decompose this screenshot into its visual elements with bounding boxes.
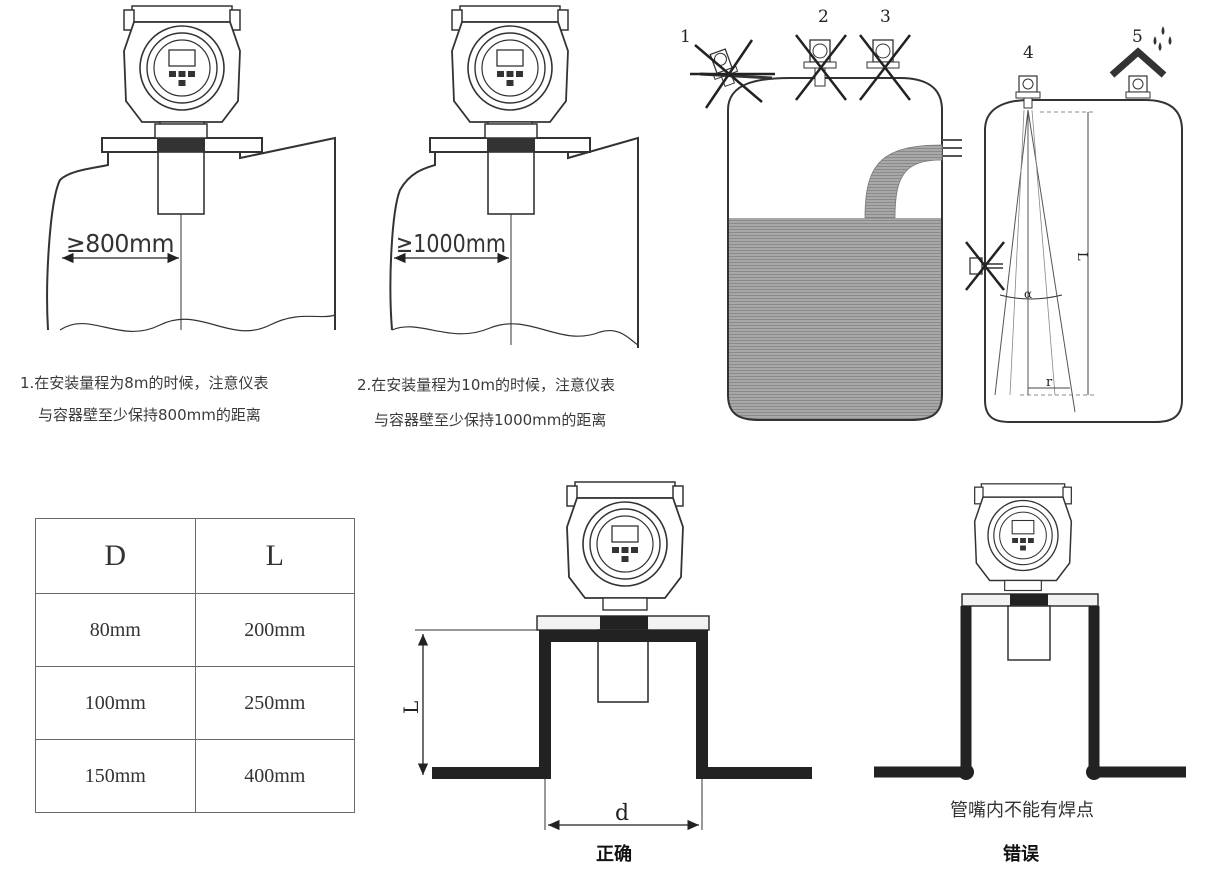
position-label-5: 5 (1132, 27, 1143, 47)
weld-note: 管嘴内不能有焊点 (950, 800, 1094, 821)
fig2-caption-line1: 2.在安装量程为10m的时候，注意仪表 (357, 376, 616, 394)
beam-length-label: L (1074, 252, 1089, 261)
fig1-caption-line1: 1.在安装量程为8m的时候，注意仪表 (20, 374, 269, 392)
cross-mark-icon (795, 34, 847, 101)
position-label-4: 4 (1023, 43, 1034, 63)
fig2-install-diagram: ≥1000mm (389, 5, 639, 348)
cross-mark-icon (859, 34, 911, 101)
position-label-3: 3 (880, 7, 891, 27)
table-cell: 200mm (194, 593, 355, 667)
beam-angle-label: α (1024, 287, 1032, 301)
sensor-head-icon (973, 483, 1073, 592)
table-cell: 80mm (35, 593, 196, 667)
nozzle-wrong-diagram: 管嘴内不能有焊点 (874, 483, 1186, 821)
position-label-1: 1 (680, 27, 691, 47)
beam-radius-label: r (1046, 375, 1053, 390)
sensor-head-icon (451, 5, 569, 135)
cross-mark-icon (965, 241, 1005, 291)
table-cell: 150mm (35, 739, 196, 813)
roof-shield-icon (1109, 47, 1167, 78)
table-row: 80mm 200mm (35, 593, 355, 667)
tank-positions-right: L α r 4 5 (965, 26, 1183, 423)
diameter-length-table: D L 80mm 200mm 100mm 250mm 150mm 400mm (35, 518, 355, 813)
correct-label: 正确 (596, 844, 632, 865)
nozzle-length-label: L (399, 701, 423, 714)
table-header-l: L (194, 518, 355, 594)
cross-mark-icon (690, 39, 775, 109)
sensor-head-icon (123, 5, 241, 135)
fig2-caption-line2: 与容器壁至少保持1000mm的距离 (374, 411, 607, 429)
tank-positions-left: 1 2 3 (680, 7, 962, 421)
table-header-d: D (35, 518, 196, 594)
wrong-label: 错误 (1003, 844, 1039, 865)
sensor-head-icon (566, 481, 684, 611)
table-row: 100mm 250mm (35, 666, 355, 740)
table-cell: 100mm (35, 666, 196, 740)
fig1-caption-line2: 与容器壁至少保持800mm的距离 (38, 406, 261, 424)
water-drops-icon (1153, 26, 1172, 51)
table-row: 150mm 400mm (35, 739, 355, 813)
fig1-install-diagram: ≥800mm (46, 5, 336, 333)
fig2-dimension: ≥1000mm (396, 229, 506, 258)
nozzle-diameter-label: d (615, 801, 629, 826)
nozzle-correct-diagram: L d (399, 481, 812, 831)
fig1-dimension: ≥800mm (66, 229, 174, 258)
table-cell: 250mm (194, 666, 355, 740)
position-label-2: 2 (818, 7, 829, 27)
table-cell: 400mm (194, 739, 355, 813)
